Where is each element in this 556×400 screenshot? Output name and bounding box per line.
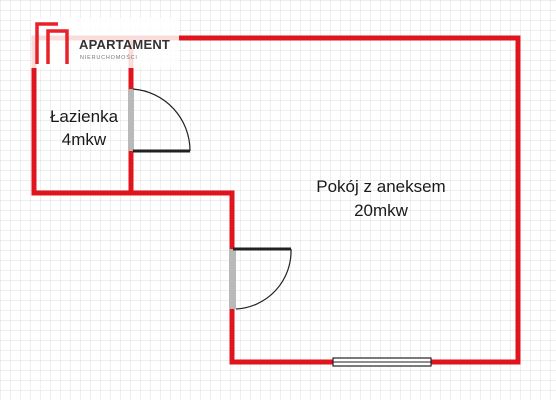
main-room-area: 20mkw (354, 201, 409, 220)
entrance-door-swing (235, 248, 292, 310)
main-room-name: Pokój z aneksem (316, 177, 445, 196)
entrance-door (229, 247, 292, 310)
brand-tagline: NIERUCHOMOŚCI (80, 53, 138, 61)
logo-mark-icon (35, 22, 69, 64)
bathroom-door-frame (128, 89, 134, 151)
watermark: otodom (14, 379, 54, 393)
bathroom-name: Łazienka (50, 107, 119, 126)
window (332, 357, 432, 367)
brand-logo: APARTAMENT NIERUCHOMOŚCI (31, 18, 179, 68)
entrance-door-frame (229, 249, 236, 309)
bathroom-area: 4mkw (62, 130, 107, 149)
bathroom-door (128, 88, 191, 153)
bathroom-door-swing (132, 88, 191, 152)
brand-name: APARTAMENT (79, 37, 170, 52)
outer-wall (31, 35, 521, 365)
